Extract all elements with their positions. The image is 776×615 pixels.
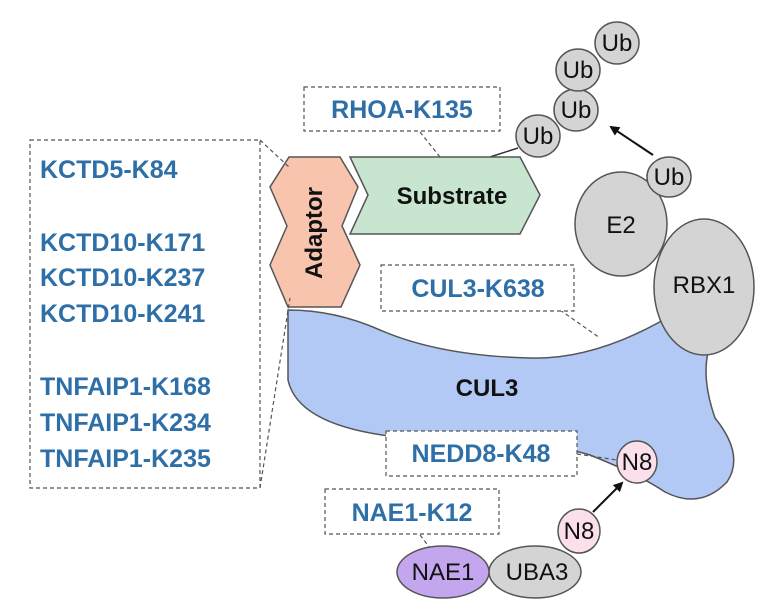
rhoa-box [303,86,501,132]
uba3-label: UBA3 [506,559,569,586]
ub-chain-node-1 [515,114,561,158]
kctd5-k84-label: KCTD5-K84 [40,156,178,184]
adaptor-panel-leader-bottom [259,297,291,489]
n8-uba3-node [557,508,601,554]
adaptor-label: Adaptor [301,187,328,279]
adaptor-sites-box [29,139,261,489]
rhoa-site-label: RHOA-K135 [331,96,473,124]
kctd10-k241-label: KCTD10-K241 [40,300,205,328]
kctd10-k237-label: KCTD10-K237 [40,264,205,292]
nedd8-k48-label: NEDD8-K48 [412,440,551,468]
ub-chain-node-4 [594,21,640,65]
e2-node [574,171,668,277]
cul3-site-box [380,264,575,312]
ub-transfer-arrow [609,125,654,156]
nae1-leader [419,534,431,549]
nedd8-box [385,430,578,477]
ub-chain-label-2: Ub [561,97,592,124]
tnfaip1-k234-label: TNFAIP1-K234 [40,409,211,437]
cul3-label: CUL3 [456,375,519,402]
e2-label: E2 [606,212,635,239]
ub-e2-label: Ub [654,164,685,191]
ub-chain-node-3 [555,48,601,92]
nae1-k12-label: NAE1-K12 [352,499,473,527]
n8-uba3-label: N8 [564,518,595,545]
cul3-k638-label: CUL3-K638 [411,275,544,303]
n8-cul3-label: N8 [622,449,653,476]
tnfaip1-k235-label: TNFAIP1-K235 [40,445,211,473]
ub-chain-label-3: Ub [563,57,594,84]
rbx1-node [653,218,755,356]
neddylation-arrow [592,481,624,513]
ub-e2-node [646,156,692,198]
nae1-label: NAE1 [412,559,475,586]
substrate-shape [348,156,541,235]
nae1-node [396,545,490,599]
substrate-ub-link [489,147,519,158]
rhoa-leader [419,131,441,158]
kctd10-k171-label: KCTD10-K171 [40,229,205,257]
adaptor-shape [269,156,361,308]
nae1-site-box [324,488,500,535]
ub-chain-label-4: Ub [602,30,633,57]
substrate-label: Substrate [397,183,508,210]
n8-cul3-node [616,440,658,484]
rbx1-label: RBX1 [673,272,736,299]
ub-chain-label-1: Ub [523,123,554,150]
tnfaip1-k168-label: TNFAIP1-K168 [40,373,211,401]
cul3-site-leader [559,309,601,339]
